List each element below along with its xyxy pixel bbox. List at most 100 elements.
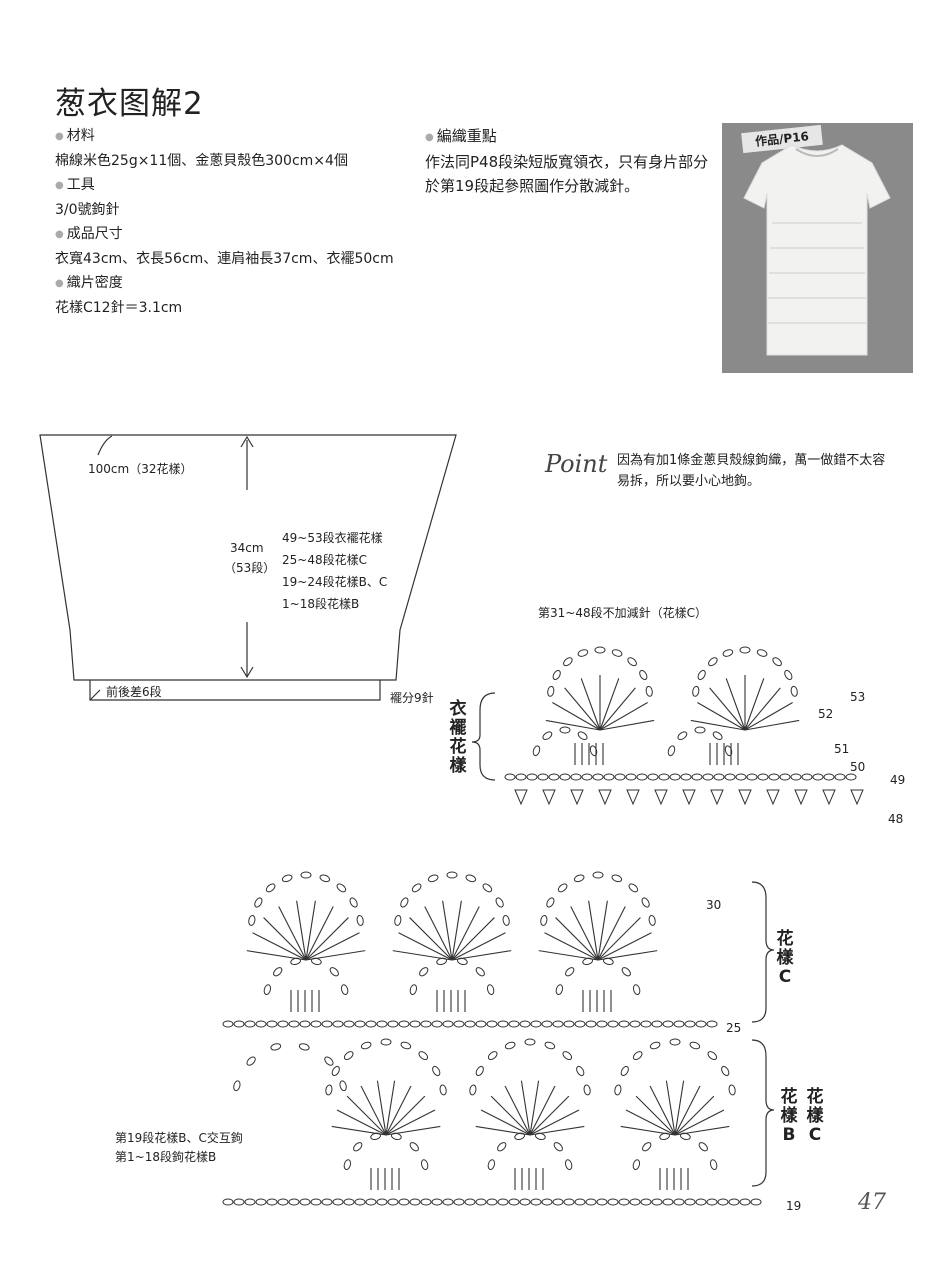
key-points-block: 編織重點 作法同P48段染短版寬領衣，只有身片部分於第19段起參照圖作分散減針。 [425,124,710,198]
chain-stitch [583,1084,591,1096]
product-photo: 作品/P16 [722,123,913,373]
chain-stitch [248,914,256,926]
fan-stitch [385,1109,436,1136]
chain-stitch [565,967,575,977]
chain-stitch [757,773,769,781]
chain-stitch [592,773,604,781]
chain-stitch [555,984,564,996]
chain-stitch [486,1020,498,1028]
chain-stitch [325,1084,333,1096]
fan-stitch [564,687,601,731]
row-note: 49~53段衣襬花樣 [282,531,383,545]
fan-stitch [504,1085,531,1136]
chain-stitch [487,1051,498,1061]
chain-stitch [542,731,553,741]
fan-stitch [744,702,793,731]
chain-stitch [563,1020,575,1028]
chain-stitch [332,1020,344,1028]
picot-stitch [794,789,808,806]
chain-stitch [508,1020,520,1028]
chain-stitch [632,984,641,996]
row-number: 49 [890,773,906,787]
fan-stitch [599,678,620,731]
chain-stitch [398,1198,410,1206]
point-text: 因為有加1條金蔥貝殼線鉤織，萬一做錯不太容易拆，所以要小心地鉤。 [617,453,886,489]
chain-stitch [611,874,623,883]
chain-stitch [442,1198,454,1206]
chain-stitch [541,1198,553,1206]
tools-heading: 工具 [55,173,415,198]
chain-stitch [530,1198,542,1206]
materials-block: 材料 棉線米色25g×11個、金蔥貝殼色300cm×4個 工具 3/0號鉤針 成… [55,124,415,320]
chain-stitch [823,773,835,781]
chain-stitch [647,773,659,781]
chain-stitch [349,897,358,908]
picot-stitch [850,789,864,806]
fan-stitch [305,917,349,961]
chain-stitch [266,1198,278,1206]
chain-stitch [756,649,768,657]
chain-stitch [589,745,598,757]
chain-stitch [475,1020,487,1028]
chain-stitch [387,1198,399,1206]
chain-stitch [721,1065,730,1077]
row-number: 30 [706,898,722,912]
chain-stitch [299,1198,311,1206]
fan-stitch [451,900,462,961]
chain-stitch [310,1020,322,1028]
fan-stitch [305,906,334,961]
picot-stitch [542,789,556,806]
chain-stitch [519,1198,531,1206]
chain-stitch [482,883,493,893]
chain-stitch [453,1198,465,1206]
chain-stitch [563,1198,575,1206]
chain-stitch [649,1041,661,1050]
row-notes: 49~53段衣襬花樣 25~48段花樣C 19~24段花樣B、C 1~18段花樣… [282,527,387,615]
fan-stitch [451,917,495,961]
chain-stitch [475,1065,484,1077]
chain-stitch [222,1020,234,1028]
chain-stitch [310,957,322,966]
point-script: Point [545,450,608,478]
chain-stitch [576,1065,585,1077]
chain-stitch [582,957,594,966]
chain-stitch [702,773,714,781]
fan-stitch [305,932,360,961]
chain-stitch [343,1159,352,1171]
chain-stitch [541,1020,553,1028]
tools-text: 3/0號鉤針 [55,202,120,218]
chain-stitch [724,773,736,781]
chain-stitch [299,1020,311,1028]
chain-stitch [418,1051,429,1061]
fan-stitch [625,1109,676,1136]
chain-stitch [254,897,263,908]
chain-stitch [331,1065,340,1077]
chain-stitch [464,1020,476,1028]
chain-stitch [552,669,561,681]
pattern-b-label: 花樣B [780,1087,798,1145]
chain-stitch [319,874,331,883]
chain-stitch [343,1051,354,1061]
chain-stitch [329,967,339,977]
chain-stitch [265,883,276,893]
row-number: 50 [850,760,866,774]
chain-stitch [563,657,573,667]
chain-stitch [266,1020,278,1028]
fan-stitch [480,1109,531,1136]
chain-stitch [442,1020,454,1028]
chain-stitch [354,1020,366,1028]
fan-stitch [490,1095,531,1136]
chain-stitch [594,646,606,654]
chain-stitch [504,1041,516,1050]
chain-stitch [365,1020,377,1028]
fan-stitch [451,932,506,961]
fan-stitch [360,1085,387,1136]
chain-stitch [508,1198,520,1206]
fan-stitch [424,906,453,961]
top-width-label: 100cm（32花樣） [88,462,193,476]
chain-stitch [695,1198,707,1206]
chain-stitch [673,1198,685,1206]
chain-stitch [557,883,568,893]
